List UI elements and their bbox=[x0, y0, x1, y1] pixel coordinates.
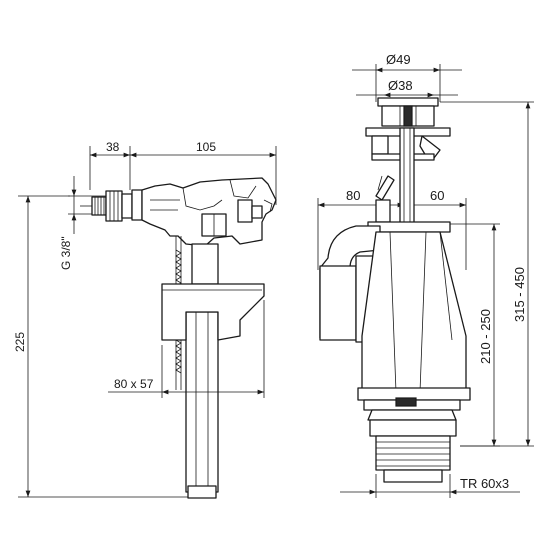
overflow-float bbox=[319, 225, 387, 343]
flush-valve-drawing: Ø49 Ø38 315 - 450 bbox=[317, 52, 534, 498]
dim-label-overflow: 210 - 250 bbox=[478, 309, 493, 364]
dim-float: 80 x 57 bbox=[108, 300, 265, 398]
float-box bbox=[161, 283, 265, 341]
dim-label-total: 315 - 450 bbox=[512, 267, 527, 322]
dim-label-thread: G 3/8" bbox=[59, 236, 73, 270]
dim-label-80: 80 bbox=[346, 188, 360, 203]
dim-label-float: 80 x 57 bbox=[114, 377, 154, 391]
dim-height-225: 225 bbox=[13, 195, 190, 498]
base-thread bbox=[363, 397, 461, 483]
dim-label-60: 60 bbox=[430, 188, 444, 203]
dim-button-diameters: Ø49 Ø38 bbox=[352, 52, 462, 102]
dim-label-105: 105 bbox=[196, 140, 216, 154]
fill-valve-drawing: 38 105 G 3/8" 225 bbox=[13, 140, 277, 499]
valve-head bbox=[141, 177, 277, 247]
valve-tube bbox=[185, 243, 219, 499]
dim-label-base-thread: TR 60x3 bbox=[460, 476, 509, 491]
dim-thread: G 3/8" bbox=[59, 176, 110, 270]
dim-overflow: 210 - 250 bbox=[440, 223, 500, 447]
dim-label-38: 38 bbox=[106, 140, 120, 154]
dim-label-d49: Ø49 bbox=[386, 52, 411, 67]
dim-base-thread: TR 60x3 bbox=[340, 474, 520, 498]
dim-label-225: 225 bbox=[13, 332, 27, 352]
push-button bbox=[377, 97, 439, 127]
dim-inlet-offset: 38 105 bbox=[89, 140, 277, 205]
inlet-connector bbox=[80, 189, 143, 222]
main-body bbox=[357, 231, 471, 401]
dim-label-d38: Ø38 bbox=[388, 78, 413, 93]
